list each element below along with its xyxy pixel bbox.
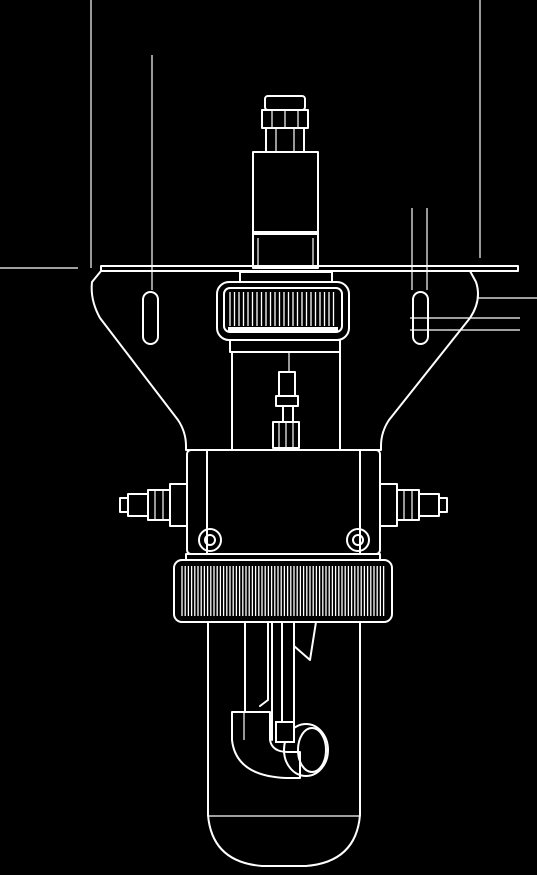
- sensor-housing: [252, 151, 319, 269]
- measuring-cup: [207, 621, 361, 867]
- knurled-nut-upper: [216, 271, 350, 341]
- mounting-slot-left: [142, 291, 159, 345]
- screw-left: [198, 528, 222, 552]
- mounting-plate: [90, 265, 519, 451]
- screw-right: [346, 528, 370, 552]
- flow-block: [186, 449, 381, 555]
- bracket: [229, 339, 341, 451]
- mounting-slot-right: [412, 291, 429, 345]
- leader-lines: [0, 0, 537, 331]
- hose-fitting-left: [119, 483, 188, 527]
- center-shaft: [272, 352, 300, 449]
- elbow-tube: [231, 621, 329, 779]
- cable-gland: [261, 95, 309, 153]
- knurled-ring-lower: [173, 553, 393, 623]
- hose-fitting-right: [379, 483, 448, 527]
